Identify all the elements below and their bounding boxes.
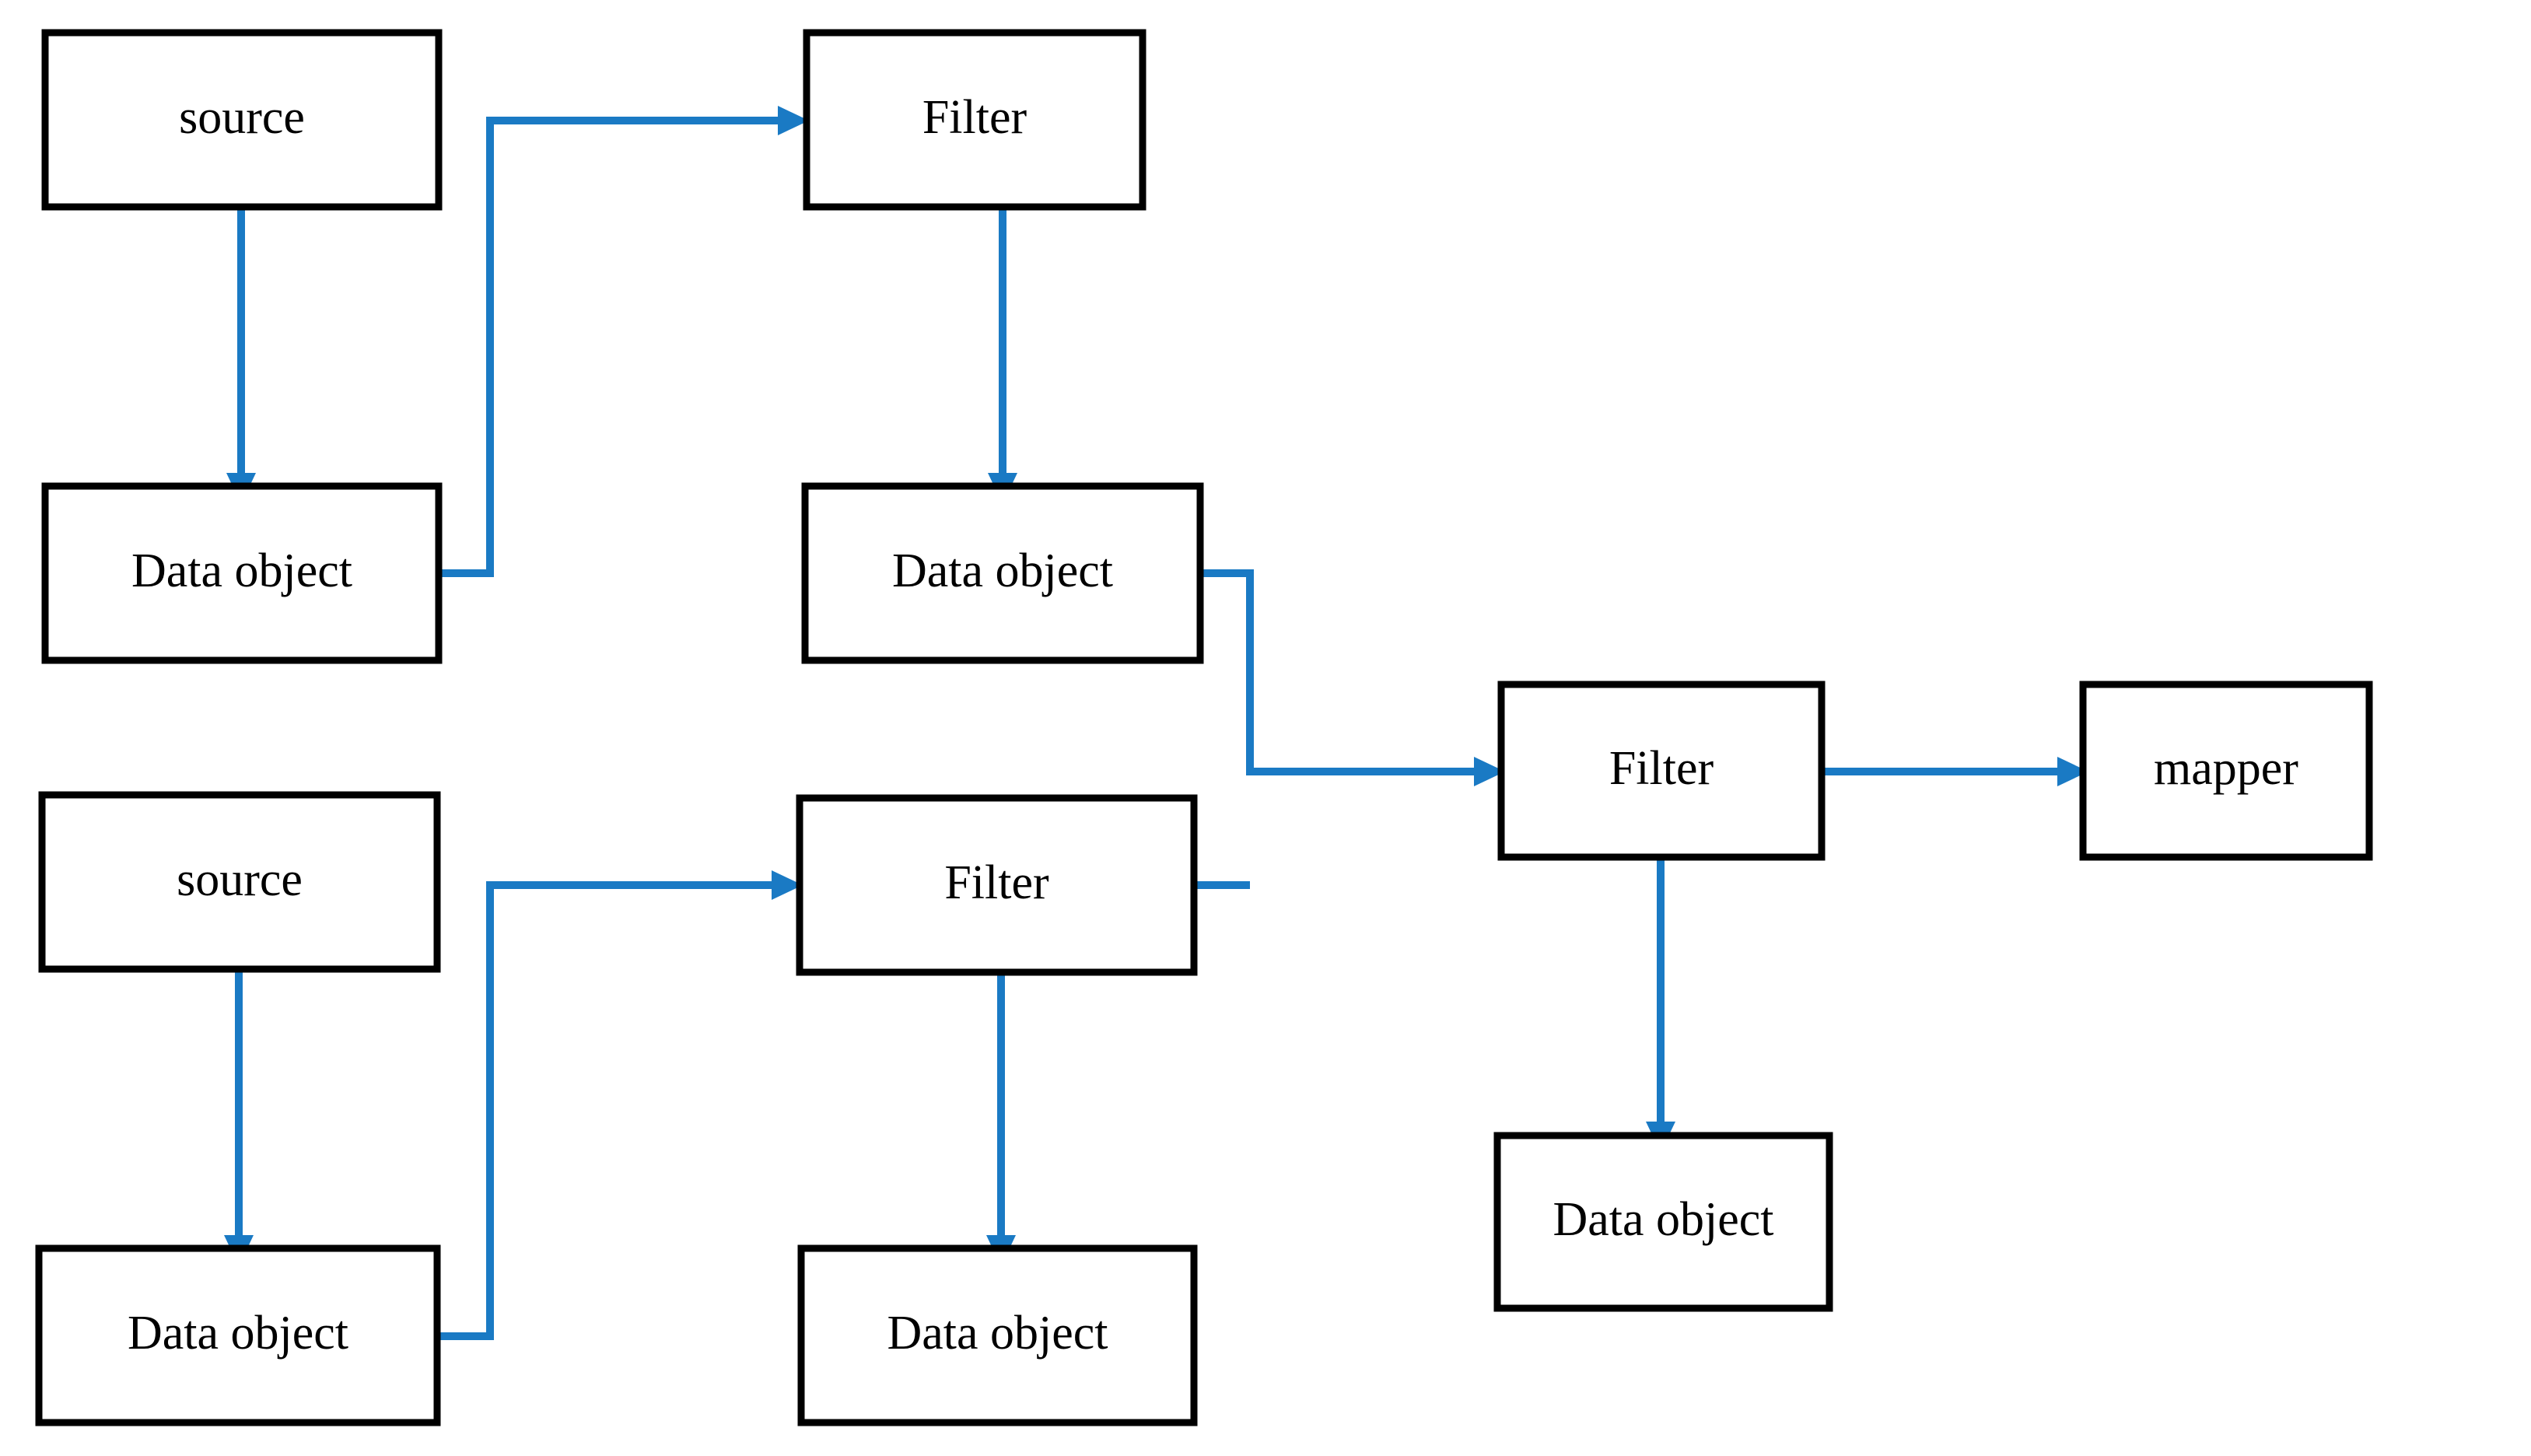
node-dataobj_right[interactable]: Data object — [1493, 1132, 1833, 1312]
node-box[interactable] — [803, 29, 1146, 211]
edge-source_bottom-to-dataobj_btm_left — [224, 969, 254, 1266]
node-box[interactable] — [41, 29, 443, 211]
node-box[interactable] — [35, 1244, 441, 1426]
arrowhead-right-icon — [1474, 757, 1505, 786]
node-label: Data object — [887, 1307, 1108, 1360]
edge-dataobj_top_mid-to-filter_right — [1200, 569, 1505, 786]
node-filter_mid[interactable]: Filter — [796, 794, 1198, 976]
arrowhead-right-icon — [2057, 757, 2088, 786]
edge-filter_mid-to-dataobj_btm_mid — [986, 972, 1016, 1266]
node-label: Filter — [944, 856, 1049, 909]
node-dataobj_btm_left[interactable]: Data object — [35, 1244, 441, 1426]
node-dataobj_top_left[interactable]: Data object — [41, 482, 443, 664]
node-filter_top[interactable]: Filter — [803, 29, 1146, 211]
node-label: Data object — [892, 544, 1113, 597]
arrowhead-right-icon — [778, 106, 809, 135]
edge-filter_top-to-dataobj_top_mid — [988, 207, 1017, 504]
edge-source_top-to-dataobj_top_left — [226, 207, 256, 504]
node-dataobj_btm_mid[interactable]: Data object — [797, 1244, 1198, 1426]
node-label: mapper — [2154, 742, 2298, 795]
edge-dataobj_btm_left-to-filter_mid — [437, 870, 803, 1340]
edge-filter_right-to-dataobj_right — [1646, 857, 1675, 1153]
node-label: Data object — [131, 544, 352, 597]
node-label: Data object — [1553, 1193, 1773, 1246]
node-dataobj_top_mid[interactable]: Data object — [801, 482, 1204, 664]
edge-line — [1200, 569, 1474, 775]
node-label: Filter — [1609, 742, 1714, 795]
node-box[interactable] — [38, 791, 441, 973]
node-source_bottom[interactable]: source — [38, 791, 441, 973]
node-box[interactable] — [801, 482, 1204, 664]
node-label: Data object — [128, 1307, 348, 1360]
edge-line — [437, 881, 772, 1340]
node-box[interactable] — [796, 794, 1198, 976]
node-label: source — [177, 853, 303, 906]
node-source_top[interactable]: source — [41, 29, 443, 211]
arrowhead-right-icon — [772, 870, 803, 900]
node-label: Filter — [922, 91, 1027, 144]
node-label: source — [179, 91, 305, 144]
node-box[interactable] — [1493, 1132, 1833, 1312]
node-filter_right[interactable]: Filter — [1497, 681, 1826, 861]
node-mapper[interactable]: mapper — [2079, 681, 2373, 861]
node-box[interactable] — [797, 1244, 1198, 1426]
node-box[interactable] — [1497, 681, 1826, 861]
edge-dataobj_top_left-to-filter_top — [439, 106, 809, 577]
node-box[interactable] — [2079, 681, 2373, 861]
node-box[interactable] — [41, 482, 443, 664]
edge-filter_right-to-mapper — [1822, 757, 2088, 786]
edge-line — [439, 117, 778, 577]
